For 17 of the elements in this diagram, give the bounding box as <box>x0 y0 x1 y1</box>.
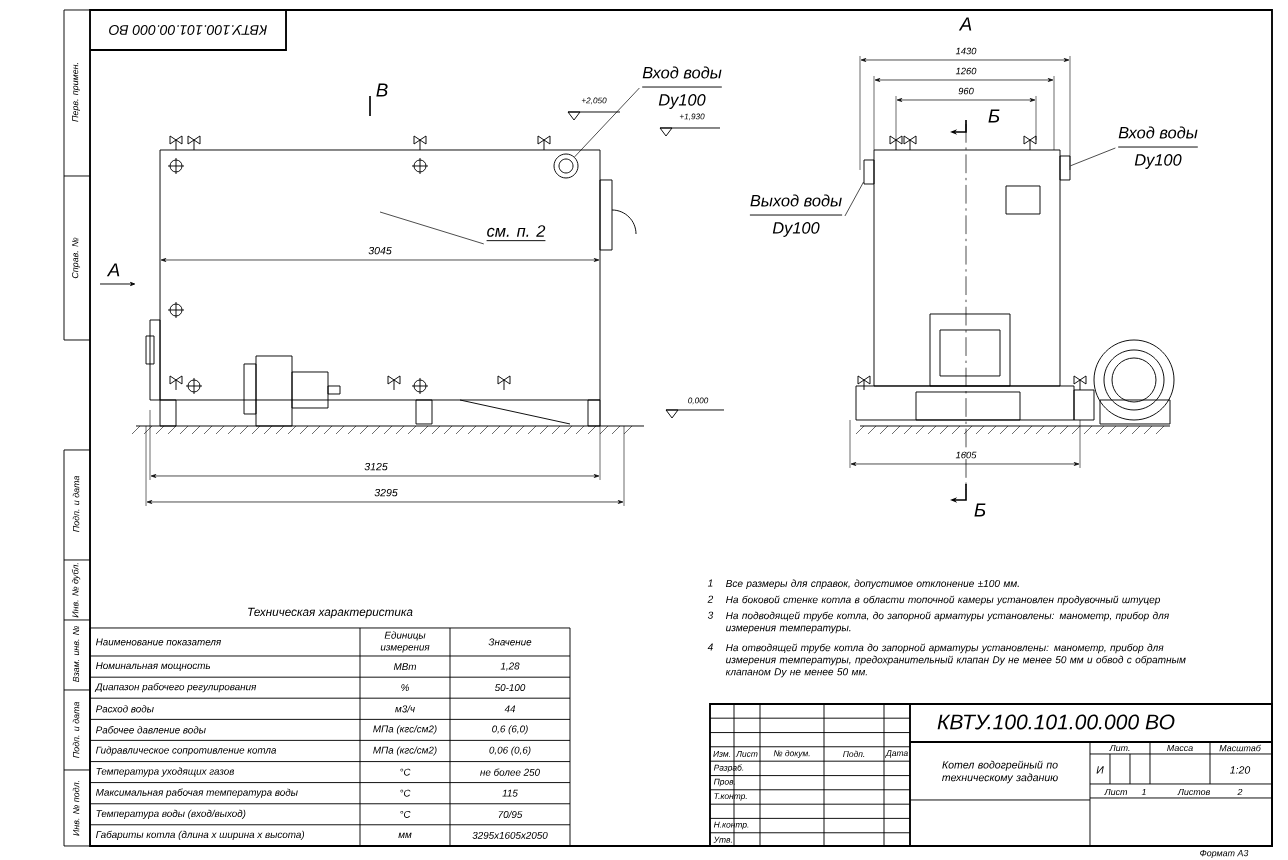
leader-line <box>1070 147 1116 167</box>
view-letter: Б <box>974 503 986 517</box>
view-letter: В <box>376 83 388 97</box>
leader-line <box>844 181 864 217</box>
drawing-number: КВТУ.100.101.00.000 ВО <box>937 714 1175 730</box>
flange-symbol <box>553 153 579 179</box>
callout-label: Вход воды Dy100 <box>1117 126 1199 169</box>
view-letter: А <box>106 263 120 277</box>
view-letter: А <box>958 17 972 31</box>
callout-label: Вход воды Dy100 <box>641 66 723 109</box>
leader-line <box>379 211 485 245</box>
leader-line <box>574 87 640 158</box>
flange-symbol <box>863 159 875 185</box>
callout-label: Выход воды Dy100 <box>749 194 843 237</box>
callout-label: см. п. 2 <box>486 225 546 242</box>
flange-symbol <box>1059 155 1071 181</box>
view-letter: Б <box>988 109 1000 123</box>
